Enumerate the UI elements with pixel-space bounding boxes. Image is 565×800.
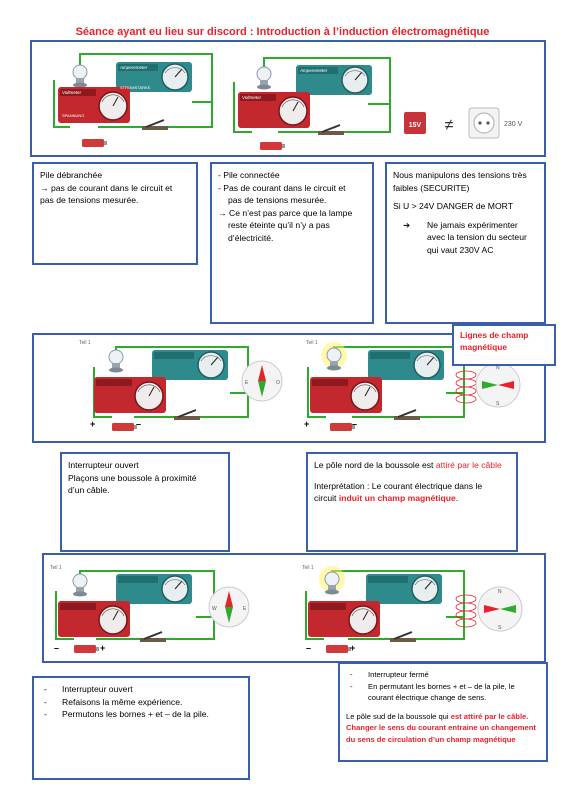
- svg-text:SPANNUNG: SPANNUNG: [62, 113, 84, 118]
- experiment-frame-1: Amperemeter Voltmeter SPANNUNG STROMSTÄR…: [30, 40, 546, 157]
- warning-block: ➔ Ne jamais expérimenter avec la tension…: [393, 219, 538, 257]
- circuit-illustration-1: Amperemeter Voltmeter SPANNUNG STROMSTÄR…: [53, 53, 523, 150]
- svg-text:–: –: [306, 643, 311, 653]
- text-line: faibles (SECURITE): [393, 182, 470, 193]
- svg-text:E: E: [245, 380, 249, 386]
- svg-text:15V: 15V: [409, 122, 422, 129]
- text-line: En permutant les bornes + et – de la pil…: [368, 681, 515, 691]
- text-line: avec la tension du secteur: [427, 232, 527, 242]
- svg-text:Amperemeter: Amperemeter: [299, 68, 328, 73]
- text-line: Le pôle nord de la boussole est attiré p…: [314, 459, 510, 472]
- experiment-frame-2: Teil 1 + – E O Teil 1: [32, 333, 546, 443]
- text-line: Lignes de champ: [460, 330, 529, 340]
- svg-text:Teil 1: Teil 1: [306, 340, 318, 346]
- list-item: Permutons les bornes + et – de la pile.: [40, 708, 242, 721]
- field-lines: [455, 594, 477, 628]
- svg-text:230 V: 230 V: [504, 121, 523, 128]
- arrow-icon: ➔: [403, 219, 411, 230]
- text-line: d’un câble.: [68, 485, 110, 495]
- circuit-c: + –: [90, 346, 249, 431]
- svg-text:+: +: [304, 419, 309, 429]
- svg-text:STROMSTÄRKE: STROMSTÄRKE: [120, 85, 151, 90]
- text-span-highlight: induit un champ magnétique: [338, 493, 456, 503]
- text-box-pole-nord: Le pôle nord de la boussole est attiré p…: [306, 452, 518, 552]
- field-lines: [455, 370, 477, 404]
- text-span: Le pôle nord de la boussole est: [314, 460, 436, 470]
- svg-text:Teil 1: Teil 1: [302, 565, 314, 571]
- text-line: pas de tensions mesurée.: [40, 195, 139, 205]
- text-box-interrupteur-ouvert: Interrupteur ouvert Plaçons une boussole…: [60, 452, 230, 552]
- list-item: En permutant les bornes + et – de la pil…: [346, 681, 540, 704]
- circuit-f: – +: [305, 566, 477, 653]
- text-box-pile-debranchee: Pile débranchée → pas de courant dans le…: [32, 162, 198, 265]
- text-line: qui vaut 230V AC: [427, 244, 494, 255]
- circuit-d: + –: [304, 342, 477, 431]
- page-title: Séance ayant eu lieu sur discord : Intro…: [75, 26, 490, 38]
- text-line: d’électricité.: [228, 232, 274, 243]
- list-item: Interrupteur ouvert: [40, 683, 242, 696]
- text-line: circuit induit un champ magnétique.: [314, 492, 510, 505]
- text-line: → Ce n’est pas parce que la lampe: [218, 207, 353, 218]
- svg-text:O: O: [276, 380, 280, 386]
- text-line: magnétique: [460, 342, 507, 352]
- svg-text:E: E: [243, 606, 247, 612]
- text-box-pole-sud: Interrupteur fermé En permutant les born…: [338, 662, 548, 762]
- text-line: - Pile connectée: [218, 170, 280, 180]
- text-line: Interprétation : Le courant électrique d…: [314, 480, 483, 491]
- text-span-highlight: est attiré par le câble.: [450, 711, 529, 721]
- compass-c: E O: [241, 360, 283, 402]
- text-line: Pile débranchée: [40, 170, 103, 180]
- text-line: du sens de circulation d’un champ magnét…: [346, 734, 516, 744]
- svg-text:–: –: [352, 419, 357, 429]
- text-span: circuit: [314, 493, 339, 503]
- svg-text:–: –: [136, 419, 141, 429]
- text-span: Le pôle sud de la boussole qui: [346, 711, 451, 721]
- text-line: - Pas de courant dans le circuit et: [218, 182, 346, 193]
- text-line: Changer le sens du courant entraine un c…: [346, 723, 536, 732]
- compass-d: N S: [475, 362, 521, 408]
- svg-text:+: +: [100, 643, 105, 653]
- circuit-a: Amperemeter Voltmeter SPANNUNG STROMSTÄR…: [53, 53, 213, 147]
- svg-text:Teil 1: Teil 1: [79, 340, 91, 346]
- text-box-pile-connectee: - Pile connectée - Pas de courant dans l…: [210, 162, 374, 324]
- compass-e: W E: [208, 586, 250, 628]
- svg-text:–: –: [54, 643, 59, 653]
- svg-text:+: +: [350, 643, 355, 653]
- text-box-permutons: Interrupteur ouvert Refaisons la même ex…: [32, 676, 250, 780]
- circuit-illustration-2: Teil 1 + – E O Teil 1: [79, 340, 521, 431]
- svg-text:Amperemeter: Amperemeter: [119, 65, 148, 70]
- circuit-e: – +: [54, 570, 215, 653]
- svg-text:S: S: [498, 625, 502, 631]
- text-span: .: [455, 493, 459, 503]
- callout-lignes-de-champ: Lignes de champ magnétique: [452, 324, 556, 366]
- text-line: → pas de courant dans le circuit et: [40, 182, 173, 193]
- text-line: Plaçons une boussole à proximité: [68, 472, 197, 483]
- text-line: Le pôle sud de la boussole qui est attir…: [346, 711, 540, 723]
- circuit-illustration-3: Teil 1 – + W E Teil 1: [50, 565, 523, 653]
- svg-text:Teil 1: Teil 1: [50, 565, 62, 571]
- list-item: Interrupteur fermé: [346, 669, 540, 681]
- svg-text:+: +: [90, 419, 95, 429]
- text-line: Nous manipulons des tensions très: [393, 170, 527, 180]
- text-line: courant électrique change de sens.: [368, 693, 487, 702]
- svg-text:S: S: [496, 401, 500, 407]
- text-span-highlight: attiré par le câble: [435, 460, 502, 470]
- text-line: Ne jamais expérimenter: [427, 219, 518, 230]
- circuit-b: Amperemeter Voltmeter: [233, 57, 391, 150]
- svg-text:N: N: [496, 365, 500, 371]
- svg-text:≠: ≠: [445, 117, 454, 134]
- text-line: Si U > 24V DANGER de MORT: [393, 201, 513, 211]
- svg-text:N: N: [498, 589, 502, 595]
- list-item: Refaisons la même expérience.: [40, 696, 242, 709]
- text-box-securite: Nous manipulons des tensions très faible…: [385, 162, 546, 324]
- compass-f: N S: [477, 586, 523, 632]
- safety-pictogram: 15V ≠ 230 V: [404, 107, 523, 139]
- experiment-frame-3: Teil 1 – + W E Teil 1: [42, 553, 546, 663]
- svg-text:W: W: [212, 606, 217, 612]
- svg-text:Voltmeter: Voltmeter: [62, 90, 82, 95]
- text-line: reste éteinte qu’il n’y a pas: [228, 220, 330, 230]
- text-line: Interrupteur ouvert: [68, 460, 139, 470]
- svg-text:Voltmeter: Voltmeter: [242, 95, 262, 100]
- text-line: pas de tensions mesurée.: [228, 195, 327, 205]
